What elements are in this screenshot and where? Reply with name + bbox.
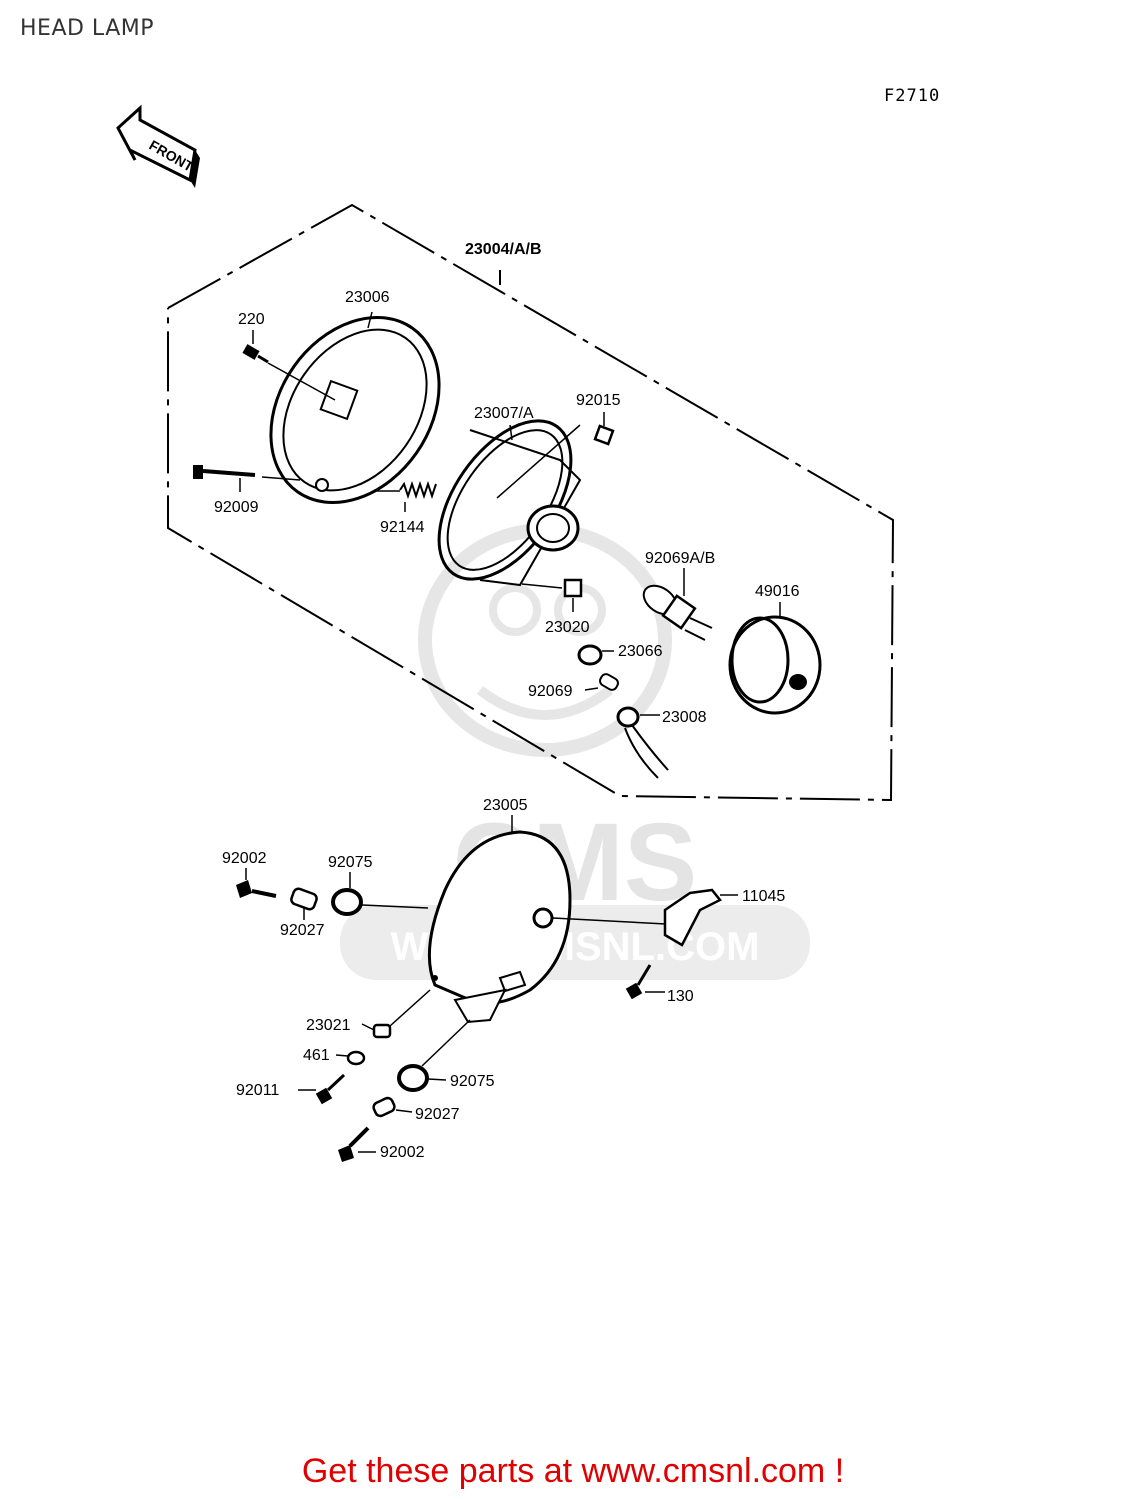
front-arrow-icon: FRONT — [116, 104, 200, 188]
bolt-130 — [625, 964, 665, 1000]
exploded-parts-diagram: CMS WWW.CMSNL.COM FRONT — [116, 104, 895, 1162]
footer-shop-link[interactable]: Get these parts at www.cmsnl.com ! — [301, 1452, 845, 1490]
part-label: 23020 — [545, 619, 590, 636]
bolt-92002-upper — [236, 868, 277, 898]
part-label: 461 — [303, 1047, 330, 1064]
figure-code: F2710 — [884, 86, 941, 106]
bulb-92069ab — [642, 568, 713, 641]
part-label: 92011 — [236, 1082, 279, 1099]
washer-461 — [335, 1050, 366, 1066]
part-label: 23004/A/B — [465, 241, 542, 258]
part-label: 23005 — [483, 797, 528, 814]
part-label: 130 — [667, 988, 694, 1005]
part-label: 49016 — [755, 583, 800, 600]
page-title: HEAD LAMP — [20, 16, 154, 41]
socket-23008 — [616, 706, 669, 779]
grommet-92075-lower — [397, 1019, 471, 1092]
part-label: 23006 — [345, 289, 390, 306]
watermark: CMS WWW.CMSNL.COM — [340, 523, 810, 980]
part-label: 92144 — [380, 519, 425, 536]
part-label: 92027 — [415, 1106, 460, 1123]
pilot-bulb-92069 — [584, 673, 619, 691]
part-label: 92027 — [280, 922, 325, 939]
bracket-11045 — [552, 888, 738, 947]
headlamp-reflector — [437, 419, 582, 587]
spring-92144 — [375, 480, 437, 512]
part-label: 220 — [238, 311, 265, 328]
collar-92027-upper — [290, 887, 318, 920]
part-label: 92069A/B — [645, 550, 715, 567]
part-label: 92009 — [214, 499, 259, 516]
part-label: 92002 — [222, 850, 267, 867]
nut-92015 — [593, 412, 615, 446]
part-label: 92015 — [576, 392, 621, 409]
collar-92027-lower — [372, 1096, 413, 1118]
part-label: 92002 — [380, 1144, 425, 1161]
part-labels: 23004/A/B 23006 220 92009 92144 23007/A … — [214, 241, 800, 1161]
part-label: 23021 — [306, 1017, 351, 1034]
part-label: 23066 — [618, 643, 663, 660]
screw-220 — [242, 330, 336, 401]
assembly-boundary — [167, 203, 895, 802]
headlamp-rim — [269, 311, 441, 505]
screw-92011 — [298, 1073, 346, 1105]
part-label: 11045 — [742, 888, 785, 905]
adjuster-23020 — [521, 578, 583, 612]
grommet-23066 — [577, 644, 614, 666]
bolt-92002-lower — [338, 1126, 376, 1162]
part-label: 23007/A — [474, 405, 534, 422]
part-label: 92069 — [528, 683, 573, 700]
part-label: 23008 — [662, 709, 707, 726]
cap-23021 — [361, 989, 431, 1039]
bulb-boot-49016 — [728, 602, 822, 715]
screw-92009 — [193, 465, 301, 492]
part-label: 92075 — [328, 854, 373, 871]
part-label: 92075 — [450, 1073, 495, 1090]
grommet-92075-upper — [331, 872, 429, 916]
headlamp-housing — [427, 815, 572, 1024]
